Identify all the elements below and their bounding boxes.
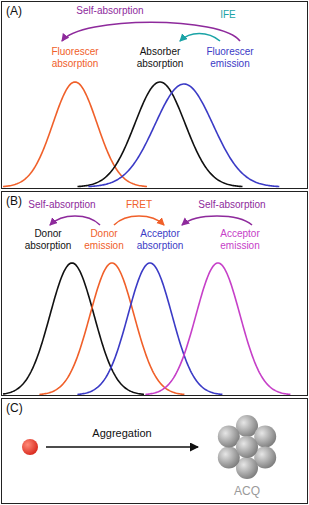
ife-arrow bbox=[180, 34, 220, 42]
spectrum-curve bbox=[3, 82, 147, 187]
spectrum-label: Self-absorption bbox=[28, 199, 95, 211]
panel-frame: (C) bbox=[1, 398, 308, 504]
spectrum-label: IFE bbox=[220, 9, 236, 21]
panel-frame: (A) bbox=[1, 1, 308, 189]
spectrum-label: Self-absorption bbox=[198, 199, 265, 211]
self-absorption-arrow bbox=[62, 22, 240, 41]
spectrum-curve bbox=[3, 263, 144, 394]
panel-frame: (B) bbox=[1, 191, 308, 396]
fret-arrow bbox=[114, 216, 164, 225]
spectrum-label: Acceptor emission bbox=[214, 228, 266, 252]
spectrum-label: Donor emission bbox=[79, 228, 129, 252]
self-absorption-arrow bbox=[182, 216, 252, 225]
aggregate-sphere bbox=[236, 436, 258, 458]
aggregation-illustration bbox=[22, 415, 276, 479]
spectra-curves bbox=[3, 82, 290, 394]
spectrum-curve bbox=[77, 263, 222, 394]
spectrum-label: Fluorescer emission bbox=[202, 46, 258, 70]
panel-letter: (A) bbox=[6, 4, 22, 18]
spectrum-label: ACQ bbox=[234, 484, 260, 498]
self-absorption-arrow bbox=[50, 216, 100, 225]
spectrum-label: Donor absorption bbox=[18, 228, 78, 252]
spectrum-label: Fluorescer absorption bbox=[45, 46, 105, 70]
spectrum-label: Self-absorption bbox=[76, 5, 143, 17]
panel-letter: (B) bbox=[6, 194, 22, 208]
fluorophore-sphere bbox=[22, 439, 38, 455]
spectrum-label: Absorber absorption bbox=[130, 46, 190, 70]
aggregation-arrow bbox=[46, 446, 198, 448]
panel-letter: (C) bbox=[6, 401, 23, 415]
spectrum-curve bbox=[145, 263, 290, 394]
spectrum-label: Acceptor absorption bbox=[130, 228, 190, 252]
spectrum-curve bbox=[88, 84, 279, 187]
spectrum-label: FRET bbox=[126, 199, 152, 211]
spectrum-label: Aggregation bbox=[92, 427, 151, 440]
